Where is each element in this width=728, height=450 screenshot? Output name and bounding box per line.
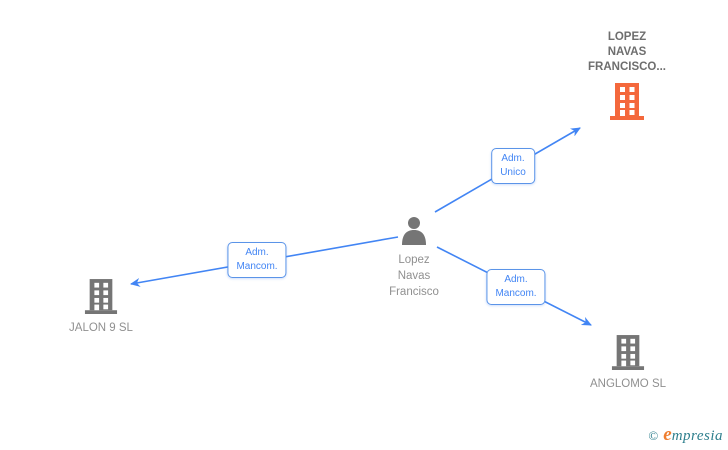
person-label-lopez-navas-francisco: Lopez Navas Francisco: [389, 254, 439, 298]
edge-label-adm-mancom-jalon: Adm. Mancom.: [227, 242, 287, 278]
building-icon: [611, 335, 645, 370]
company-node-lopez-navas-francisco[interactable]: LOPEZ NAVAS FRANCISCO...: [563, 30, 691, 121]
brand-initial: e: [663, 424, 672, 445]
empresia-logo[interactable]: © empresia: [648, 424, 723, 446]
company-label-lopez-navas-francisco: LOPEZ NAVAS FRANCISCO...: [588, 31, 666, 73]
company-node-jalon-9-sl[interactable]: JALON 9 SL: [41, 279, 161, 336]
brand-name: mpresia: [671, 428, 723, 444]
company-node-anglomo-sl[interactable]: ANGLOMO SL: [568, 335, 688, 392]
person-node-lopez-navas-francisco[interactable]: Lopez Navas Francisco: [354, 216, 474, 300]
person-icon: [402, 217, 426, 245]
company-label-jalon-9-sl: JALON 9 SL: [69, 322, 133, 334]
copyright-icon: ©: [648, 428, 659, 443]
building-icon: [610, 83, 644, 120]
edge-label-adm-mancom-anglomo: Adm. Mancom.: [486, 269, 546, 305]
building-icon: [84, 279, 118, 314]
company-label-anglomo-sl: ANGLOMO SL: [589, 378, 667, 390]
edge-label-adm-unico: Adm. Unico: [491, 148, 535, 184]
